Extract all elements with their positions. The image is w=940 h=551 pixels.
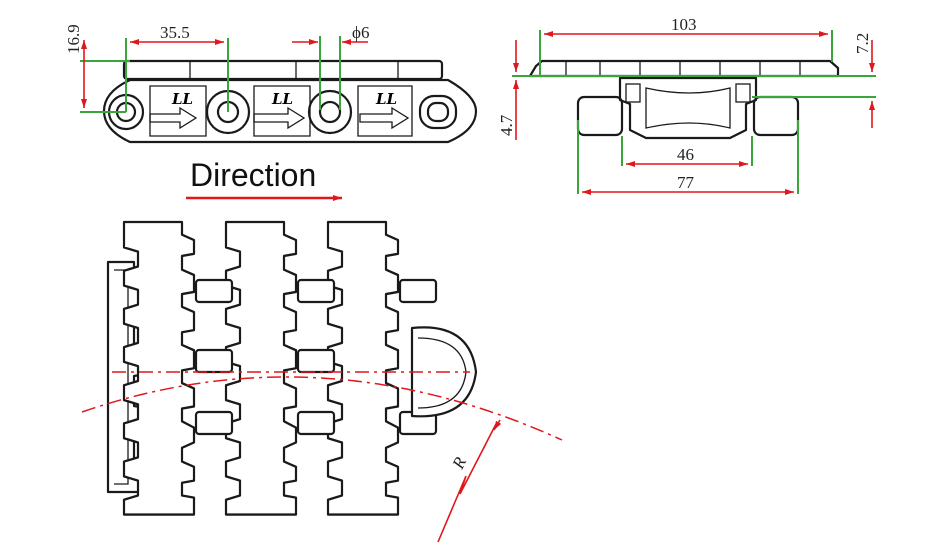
end-view-pin-right — [752, 95, 800, 137]
dim-label-103: 103 — [671, 15, 697, 34]
end-view-pin-left — [576, 95, 624, 137]
logo-mark-3: LL — [375, 90, 397, 108]
chain-body — [102, 78, 478, 144]
plan-link-2 — [224, 220, 298, 516]
end-slot — [418, 94, 458, 130]
pin-3 — [307, 89, 353, 135]
side-view: LL LL LL 16.9 35.5 ϕ6 Direction — [64, 23, 478, 201]
end-view: 103 7.2 4.7 46 77 — [497, 15, 876, 195]
direction-label: Direction — [190, 157, 316, 193]
dim-label-46: 46 — [677, 145, 694, 164]
extension-lines-side — [80, 36, 341, 113]
dim-label-16-9: 16.9 — [64, 24, 83, 54]
top-plate — [122, 59, 444, 81]
dim-label-7-2: 7.2 — [853, 33, 872, 54]
radius-label: R — [448, 454, 470, 473]
logo-mark-1: LL — [171, 90, 193, 108]
dim-label-4-7: 4.7 — [497, 114, 516, 136]
dim-label-phi6: ϕ6 — [352, 23, 369, 42]
dimension-lines-end — [513, 31, 875, 195]
plan-link-3 — [326, 220, 400, 516]
dim-label-77: 77 — [677, 173, 695, 192]
radius-leader — [437, 423, 497, 543]
end-view-top-plate — [528, 59, 840, 78]
dim-label-35-5: 35.5 — [160, 23, 190, 42]
logo-mark-2: LL — [271, 90, 293, 108]
dimension-lines-side — [81, 39, 368, 108]
hinge-knuckles — [194, 278, 438, 436]
end-view-hinge — [618, 76, 758, 140]
extension-lines-end — [512, 30, 876, 194]
arrow-marks — [149, 106, 410, 130]
plan-view: R — [81, 220, 563, 543]
